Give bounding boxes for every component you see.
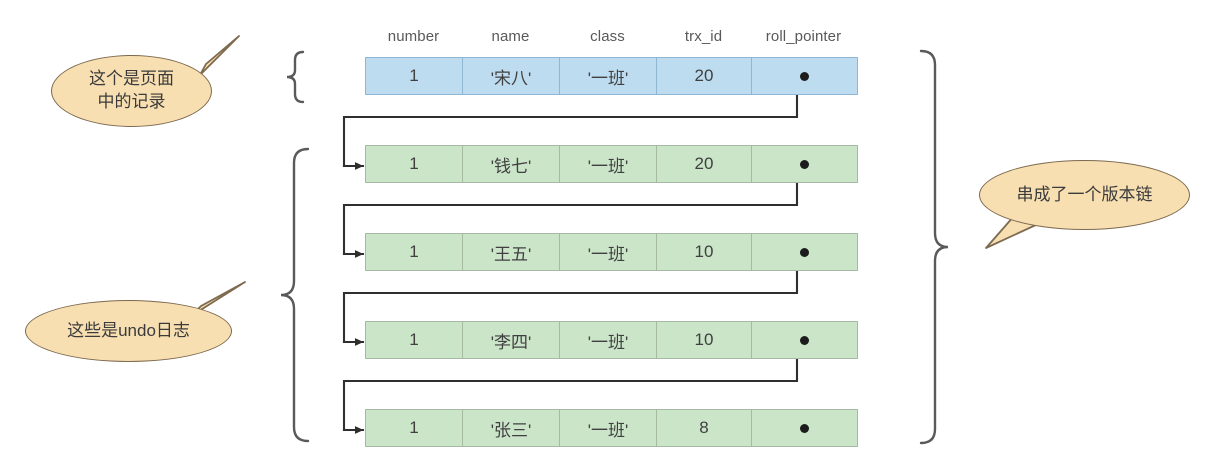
brace-undo-logs: [280, 147, 310, 443]
callout-version-chain-line1: 串成了一个版本链: [1016, 184, 1153, 204]
callout-undo-log-line1: 这些是undo日志: [67, 320, 190, 340]
brace-version-chain: [919, 49, 949, 445]
table-row[interactable]: 1 '宋八' '一班' 20: [365, 57, 858, 95]
callout-page-record: 这个是页面 中的记录: [51, 55, 212, 127]
cell-number: 1: [366, 146, 463, 182]
cell-number: 1: [366, 58, 463, 94]
cell-trx-id: 10: [657, 322, 752, 358]
column-header-trx-id: trx_id: [684, 28, 723, 45]
column-header-number: number: [387, 28, 440, 45]
roll-pointer-dot-icon: [800, 71, 809, 81]
cell-class: '一班': [560, 146, 657, 182]
cell-trx-id: 10: [657, 234, 752, 270]
cell-name: '钱七': [463, 146, 560, 182]
cell-name: '李四': [463, 322, 560, 358]
cell-class: '一班': [560, 234, 657, 270]
table-row[interactable]: 1 '张三' '一班' 8: [365, 409, 858, 447]
cell-trx-id: 20: [657, 146, 752, 182]
column-header-name: name: [491, 28, 530, 45]
cell-trx-id: 8: [657, 410, 752, 446]
cell-roll-pointer: [752, 410, 857, 446]
cell-class: '一班': [560, 322, 657, 358]
callout-undo-log: 这些是undo日志: [25, 300, 232, 362]
callout-page-record-line1: 这个是页面: [89, 69, 174, 89]
roll-pointer-dot-icon: [800, 247, 809, 257]
cell-name: '王五': [463, 234, 560, 270]
cell-roll-pointer: [752, 322, 857, 358]
cell-roll-pointer: [752, 146, 857, 182]
cell-name: '张三': [463, 410, 560, 446]
cell-trx-id: 20: [657, 58, 752, 94]
cell-number: 1: [366, 322, 463, 358]
roll-pointer-dot-icon: [800, 335, 809, 345]
cell-roll-pointer: [752, 234, 857, 270]
cell-class: '一班': [560, 58, 657, 94]
callout-tail-page-record: [199, 35, 240, 76]
cell-number: 1: [366, 410, 463, 446]
callout-version-chain: 串成了一个版本链: [979, 160, 1190, 230]
callout-page-record-line2: 中的记录: [97, 92, 166, 111]
cell-class: '一班': [560, 410, 657, 446]
table-row[interactable]: 1 '王五' '一班' 10: [365, 233, 858, 271]
brace-page-record: [286, 50, 305, 104]
roll-pointer-dot-icon: [800, 423, 809, 433]
column-header-class: class: [590, 28, 625, 45]
cell-roll-pointer: [752, 58, 857, 94]
cell-number: 1: [366, 234, 463, 270]
roll-pointer-dot-icon: [800, 159, 809, 169]
column-header-roll-pointer: roll_pointer: [765, 28, 842, 45]
table-row[interactable]: 1 '李四' '一班' 10: [365, 321, 858, 359]
cell-name: '宋八': [463, 58, 560, 94]
table-row[interactable]: 1 '钱七' '一班' 20: [365, 145, 858, 183]
